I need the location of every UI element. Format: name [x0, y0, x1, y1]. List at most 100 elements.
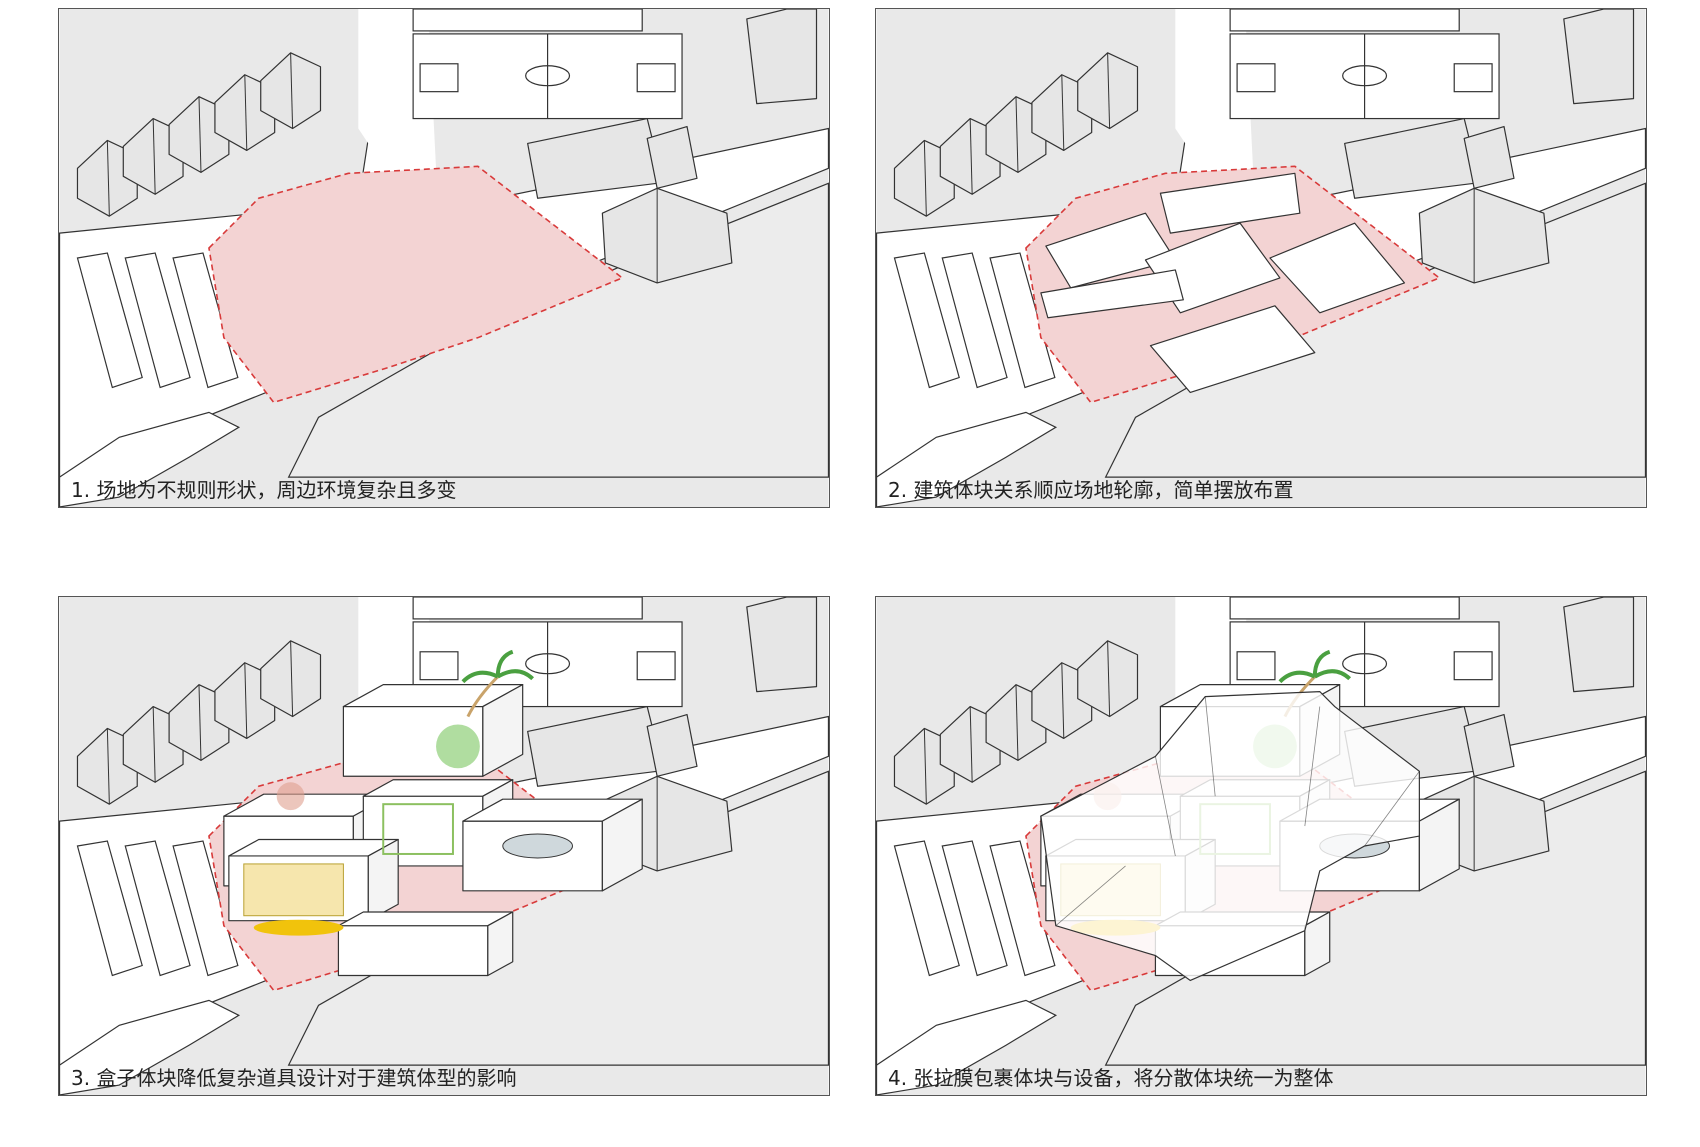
terrace-ridge	[152, 118, 156, 195]
site-boundary	[208, 165, 624, 404]
terrace-house	[1077, 52, 1139, 130]
box-whale-side	[601, 798, 643, 892]
island-prop	[436, 724, 480, 769]
parking	[76, 252, 239, 389]
block-4	[1269, 222, 1406, 314]
terrace-house	[260, 640, 322, 718]
panel-2-drawing	[876, 9, 1646, 507]
parking-stall	[76, 252, 143, 389]
parking-stall	[893, 252, 960, 389]
box-whale-side	[1418, 798, 1460, 892]
right-house-d	[746, 597, 818, 693]
terrace-ridge	[1061, 662, 1065, 739]
parking-stall	[76, 840, 143, 977]
terraced-houses	[893, 640, 1139, 805]
panel-2-caption: 2. 建筑体块关系顺应场地轮廓，简单摆放布置	[888, 478, 1294, 502]
terrace-ridge	[106, 728, 110, 805]
terrace-ridge	[1107, 52, 1111, 129]
terrace-house	[893, 727, 955, 805]
palm-leaves	[461, 649, 535, 684]
right-house-d	[1563, 9, 1635, 105]
terrace-ridge	[923, 728, 927, 805]
parking-stall	[124, 840, 191, 977]
panel-3-drawing	[59, 597, 829, 1095]
diagram-panel-1: 1. 场地为不规则形状，周边环境复杂且多变	[58, 8, 830, 508]
terraced-houses	[76, 640, 322, 805]
field-circle	[525, 65, 571, 87]
south-road	[59, 411, 241, 507]
field-goal-left	[419, 651, 459, 681]
parking-stall	[989, 252, 1056, 389]
terrace-house	[76, 139, 138, 217]
membrane-fold	[1155, 756, 1176, 857]
right-house-d	[1563, 597, 1635, 693]
whale-prop	[502, 833, 573, 859]
terrace-ridge	[198, 96, 202, 173]
diagram-panel-2: 2. 建筑体块关系顺应场地轮廓，简单摆放布置	[875, 8, 1647, 508]
field-top-strip	[1229, 597, 1460, 620]
block-5	[1040, 269, 1184, 319]
parking-stall	[893, 840, 960, 977]
field-circle	[1342, 65, 1388, 87]
prop-boxes	[223, 649, 643, 977]
membrane-fold	[1364, 771, 1420, 847]
building-blocks	[1040, 172, 1406, 394]
box-low-side	[487, 911, 514, 977]
parking-stall	[941, 252, 1008, 389]
terrace-house	[76, 727, 138, 805]
membrane-fold	[1304, 706, 1321, 827]
terrace-ridge	[1015, 96, 1019, 173]
sports-field	[412, 9, 683, 120]
panel-1-caption: 1. 场地为不规则形状，周边环境复杂且多变	[71, 478, 457, 502]
parking-stall	[989, 840, 1056, 977]
terrace-ridge	[290, 52, 294, 129]
parking	[76, 840, 239, 977]
box-low-front	[337, 925, 489, 977]
parking-stall	[172, 840, 239, 977]
terrace-ridge	[244, 74, 248, 151]
right-house-b	[646, 713, 698, 777]
terrace-house	[893, 139, 955, 217]
terraced-houses	[76, 52, 322, 217]
parking	[893, 840, 1056, 977]
membrane-folds	[1055, 696, 1420, 926]
field-goal-right	[636, 651, 676, 681]
tensile-membrane	[1040, 691, 1420, 982]
terrace-ridge	[290, 640, 294, 717]
panel-4-caption: 4. 张拉膜包裹体块与设备，将分散体块统一为整体	[888, 1066, 1334, 1090]
maze-prop	[382, 803, 454, 855]
field-circle	[1342, 653, 1388, 675]
parking-stall	[941, 840, 1008, 977]
field-top-strip	[412, 597, 643, 620]
membrane-fold	[1204, 696, 1216, 797]
field-goal-left	[1236, 651, 1276, 681]
terrace-ridge	[198, 684, 202, 761]
right-house-b	[646, 125, 698, 189]
terrace-ridge	[923, 140, 927, 217]
field-goal-left	[419, 63, 459, 93]
box-low-top	[337, 911, 514, 927]
diagram-panel-4: 4. 张拉膜包裹体块与设备，将分散体块统一为整体	[875, 596, 1647, 1096]
field-top-strip	[1229, 9, 1460, 32]
terrace-ridge	[1015, 684, 1019, 761]
field-goal-right	[1453, 651, 1493, 681]
diagram-panel-3: 3. 盒子体块降低复杂道具设计对于建筑体型的影响	[58, 596, 830, 1096]
sandcastle-prop	[243, 863, 344, 917]
right-house-b	[1463, 125, 1515, 189]
rabbit-prop	[276, 782, 305, 811]
field-goal-right	[636, 63, 676, 93]
terrace-house	[1077, 640, 1139, 718]
terrace-ridge	[106, 140, 110, 217]
field-top-strip	[412, 9, 643, 32]
right-houses	[1344, 9, 1635, 284]
south-road	[59, 999, 241, 1095]
south-road	[876, 411, 1058, 507]
terraced-houses	[893, 52, 1139, 217]
field-goal-left	[1236, 63, 1276, 93]
parking-stall	[124, 252, 191, 389]
terrace-ridge	[244, 662, 248, 739]
parking	[893, 252, 1056, 389]
right-house-d	[746, 9, 818, 105]
south-road	[876, 999, 1058, 1095]
sports-field	[1229, 9, 1500, 120]
